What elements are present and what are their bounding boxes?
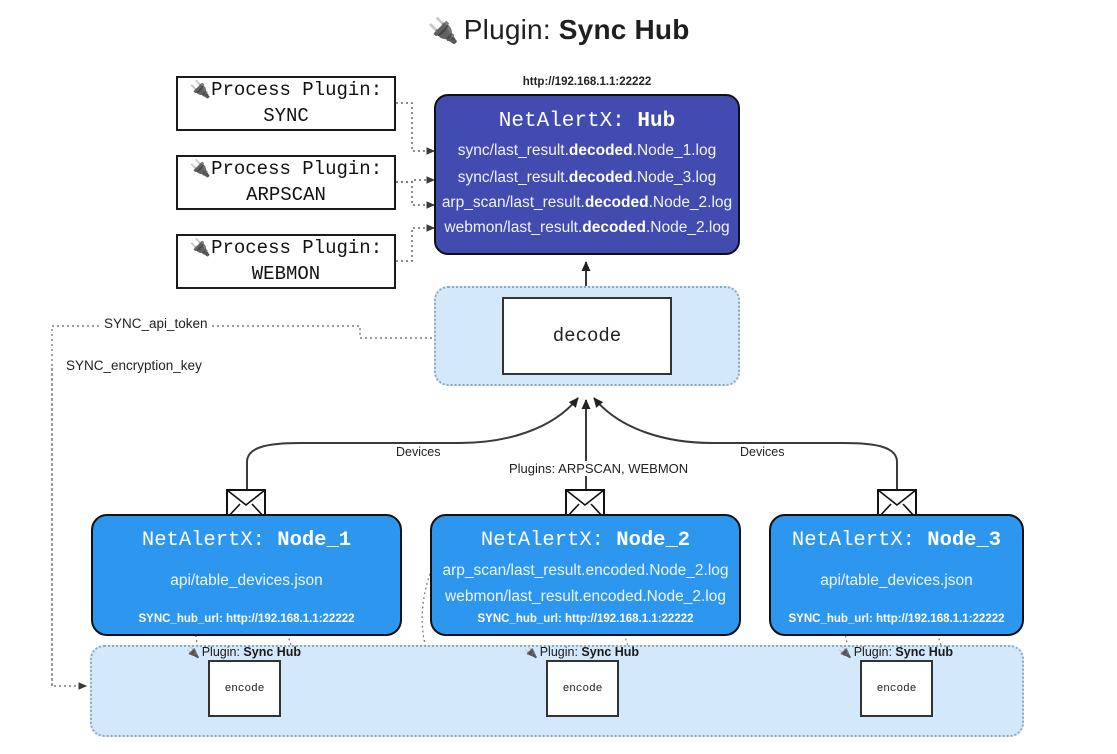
edge-label-plugins: Plugins: ARPSCAN, WEBMON	[505, 461, 693, 476]
plug-icon: 🔌	[186, 647, 200, 659]
envelope-icon	[877, 489, 917, 524]
plug-icon: 🔌	[189, 158, 212, 179]
node-3[interactable]: NetAlertX: Node_3 api/table_devices.json…	[769, 514, 1024, 636]
hub-log-line: webmon/last_result.decoded.Node_2.log	[444, 219, 730, 236]
encode-box-2[interactable]: encode	[546, 660, 619, 717]
node-line: webmon/last_result.encoded.Node_2.log	[445, 588, 726, 605]
edge-label-sync-encryption-key: SYNC_encryption_key	[62, 358, 206, 373]
plug-icon: 🔌	[189, 79, 212, 100]
encoder-plugin-label-2: 🔌Plugin: Sync Hub	[524, 645, 640, 659]
process-plugin-webmon[interactable]: 🔌Process Plugin: WEBMON	[176, 234, 396, 289]
hub-node[interactable]: NetAlertX: Hub sync/last_result.decoded.…	[434, 94, 740, 255]
process-plugin-name: WEBMON	[251, 262, 321, 285]
node-line: api/table_devices.json	[820, 572, 973, 589]
node-title: NetAlertX: Node_3	[791, 529, 1002, 552]
encode-box-3[interactable]: encode	[860, 660, 933, 717]
edge-label-sync-api-token: SYNC_api_token	[100, 316, 212, 331]
node-footer: SYNC_hub_url: http://192.168.1.1:22222	[788, 613, 1005, 625]
plug-icon: 🔌	[524, 647, 538, 659]
process-plugin-arpscan[interactable]: 🔌Process Plugin: ARPSCAN	[176, 155, 396, 210]
node-title: NetAlertX: Node_2	[480, 529, 691, 552]
hub-title: NetAlertX: Hub	[436, 110, 738, 133]
process-plugin-sync[interactable]: 🔌Process Plugin: SYNC	[176, 76, 396, 131]
process-plugin-label: Process Plugin:	[211, 78, 383, 101]
process-plugin-label: Process Plugin:	[211, 236, 383, 259]
page-title: 🔌Plugin: Sync Hub	[0, 14, 1117, 46]
node-footer: SYNC_hub_url: http://192.168.1.1:22222	[138, 613, 355, 625]
node-line: arp_scan/last_result.encoded.Node_2.log	[442, 562, 729, 579]
node-2[interactable]: NetAlertX: Node_2 arp_scan/last_result.e…	[430, 514, 741, 636]
encoder-plugin-label-3: 🔌Plugin: Sync Hub	[838, 645, 954, 659]
process-plugin-label: Process Plugin:	[211, 157, 383, 180]
hub-log-line: sync/last_result.decoded.Node_1.log	[457, 142, 717, 159]
page-title-prefix: Plugin:	[463, 14, 551, 45]
edge-label-devices-left: Devices	[392, 445, 445, 459]
node-footer: SYNC_hub_url: http://192.168.1.1:22222	[477, 613, 694, 625]
hub-log-line: sync/last_result.decoded.Node_3.log	[457, 169, 717, 186]
plug-icon: 🔌	[838, 647, 852, 659]
node-1[interactable]: NetAlertX: Node_1 api/table_devices.json…	[91, 514, 402, 636]
edge-label-devices-right: Devices	[736, 445, 789, 459]
hub-log-line: arp_scan/last_result.decoded.Node_2.log	[441, 194, 733, 211]
process-plugin-name: SYNC	[263, 104, 309, 127]
page-title-name: Sync Hub	[558, 14, 690, 45]
encoder-plugin-label-1: 🔌Plugin: Sync Hub	[186, 645, 302, 659]
plug-icon: 🔌	[189, 237, 212, 258]
encode-box-1[interactable]: encode	[208, 660, 281, 717]
hub-title-prefix: NetAlertX:	[498, 110, 625, 133]
node-line: api/table_devices.json	[170, 572, 323, 589]
plug-icon: 🔌	[427, 17, 459, 45]
hub-title-name: Hub	[637, 110, 676, 133]
hub-url: http://192.168.1.1:22222	[522, 76, 652, 88]
process-plugin-name: ARPSCAN	[246, 183, 326, 206]
decode-box[interactable]: decode	[502, 297, 672, 375]
node-title: NetAlertX: Node_1	[141, 529, 352, 552]
